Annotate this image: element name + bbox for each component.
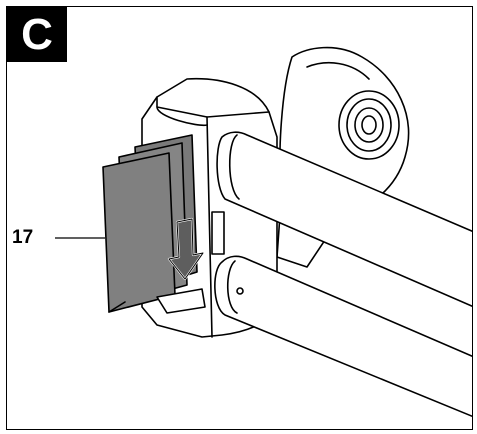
clip-latch [211,211,225,255]
figure-badge: C [7,7,67,62]
callout-number: 17 [12,227,34,248]
tool-illustration [55,46,472,418]
figure-frame: C 17 [6,6,473,430]
lower-rod [214,255,472,418]
sanding-pad-front [102,152,176,313]
upper-rod [216,131,472,308]
